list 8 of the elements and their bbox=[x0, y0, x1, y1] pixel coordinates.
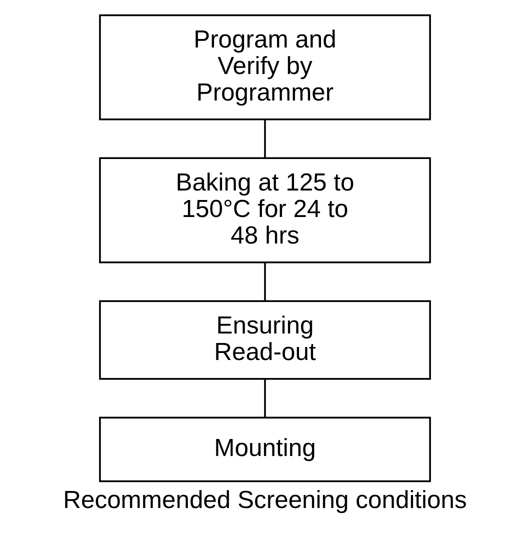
caption: Recommended Screening conditions bbox=[63, 487, 467, 514]
node-box: Program and Verify by Programmer bbox=[99, 14, 431, 120]
node-box: Ensuring Read-out bbox=[99, 300, 431, 380]
node-box: Mounting bbox=[99, 416, 431, 482]
connector bbox=[264, 379, 266, 418]
connector bbox=[264, 262, 266, 300]
node-box: Baking at 125 to 150°C for 24 to 48 hrs bbox=[99, 157, 431, 264]
connector bbox=[264, 119, 266, 158]
